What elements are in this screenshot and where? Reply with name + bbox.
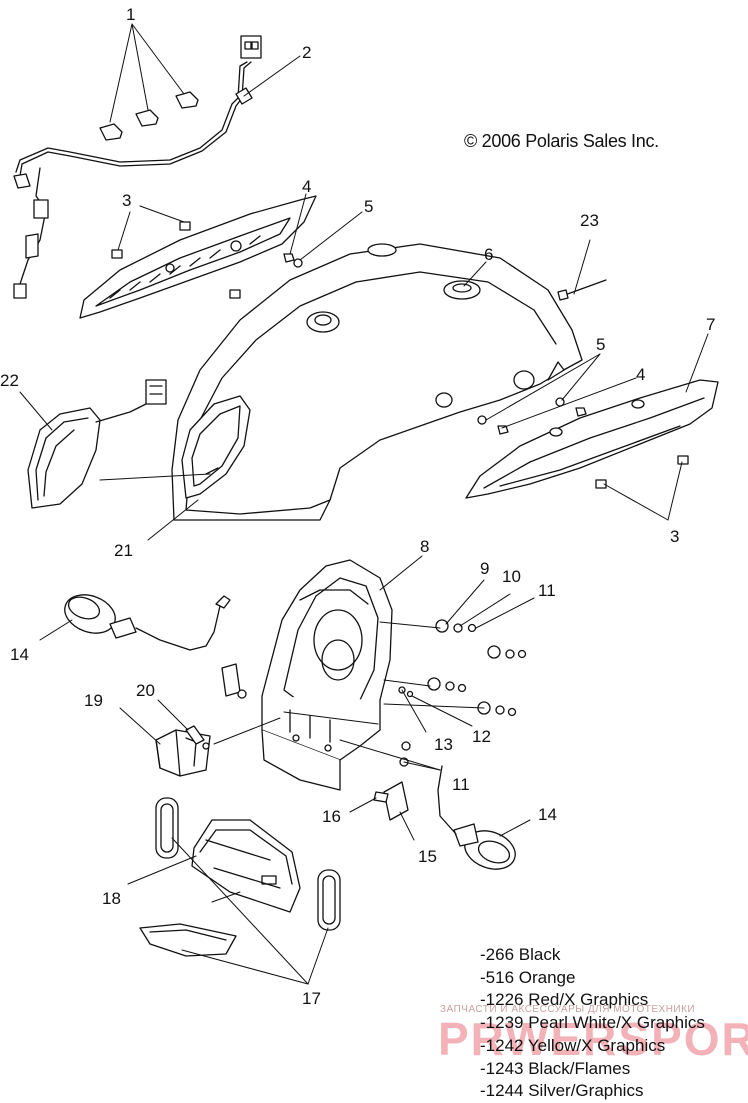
callout-22: 22 [0, 371, 19, 390]
callout-4b: 4 [636, 365, 645, 384]
turn-signal-right [437, 765, 516, 870]
callout-9: 9 [480, 559, 489, 578]
wire-clips [99, 91, 199, 141]
callout-5b: 5 [596, 335, 605, 354]
callout-1: 1 [126, 5, 135, 24]
callout-16: 16 [322, 807, 341, 826]
callout-8: 8 [420, 537, 429, 556]
side-reflector-21 [181, 395, 251, 499]
callout-14b: 14 [538, 805, 557, 824]
legend-item: -516 Orange [480, 967, 576, 987]
watermark-text: ЗАПЧАСТИ И АКСЕССУАРЫ ДЛЯ МОТОТЕХНИКИ [440, 1004, 696, 1015]
callout-19: 19 [84, 691, 103, 710]
nut-4a [283, 253, 295, 263]
small-fastener [229, 289, 241, 299]
copyright-notice: © 2006 Polaris Sales Inc. [464, 131, 659, 151]
nuts-washers [398, 619, 527, 767]
bolts-3a [111, 221, 191, 259]
legend-item: -1239 Pearl White/X Graphics [480, 1013, 705, 1033]
bracket-15 [383, 781, 409, 821]
color-legend: -266 Black -516 Orange -1226 Red/X Graph… [480, 944, 705, 1103]
legend-item: -266 Black [480, 945, 561, 964]
callout-3: 3 [122, 191, 131, 210]
callout-15: 15 [418, 847, 437, 866]
right-side-trim-panel [465, 379, 719, 499]
callout-11b: 11 [452, 775, 470, 794]
retaining-pin-23 [557, 279, 607, 301]
wiring-harness [13, 35, 262, 299]
callout-labels: 1 2 3 4 5 6 23 7 5 4 22 21 3 8 9 10 11 1… [0, 5, 715, 1008]
rear-fender [171, 243, 583, 521]
legend-item: -1243 Black/Flames [480, 1058, 631, 1078]
leader-lines [19, 23, 709, 985]
legend-item: -1242 Yellow/X Graphics [480, 1035, 666, 1055]
bolts-3b [595, 455, 689, 489]
washer-5a [293, 258, 303, 268]
callout-6: 6 [484, 245, 493, 264]
callout-21: 21 [114, 541, 133, 560]
callout-14: 14 [10, 645, 29, 664]
callout-7: 7 [706, 315, 715, 334]
bolt-16 [373, 791, 389, 803]
callout-23: 23 [580, 211, 599, 230]
callout-17: 17 [302, 989, 321, 1008]
callout-13: 13 [434, 735, 453, 754]
left-side-trim-panel [79, 195, 317, 319]
license-plate-18 [191, 819, 301, 913]
callout-4: 4 [302, 177, 311, 196]
callout-18: 18 [102, 889, 121, 908]
callout-12: 12 [472, 727, 491, 746]
turn-signal-left [64, 594, 231, 651]
reflectors-17 [139, 797, 341, 957]
callout-20: 20 [136, 681, 155, 700]
callout-11: 11 [538, 581, 556, 600]
callout-10: 10 [502, 567, 521, 586]
legend-item: -1244 Silver/Graphics [480, 1081, 644, 1101]
callout-5: 5 [364, 197, 373, 216]
nut-4b [497, 425, 509, 435]
license-bracket-8 [261, 559, 393, 791]
callout-2: 2 [302, 43, 311, 62]
bracket-20 [185, 663, 247, 750]
callout-3b: 3 [670, 527, 679, 546]
tail-light-22 [27, 379, 167, 509]
legend-item: -1226 Red/X Graphics [480, 990, 649, 1010]
watermark-logo: PRWERSPORT.RU [438, 1013, 748, 1065]
